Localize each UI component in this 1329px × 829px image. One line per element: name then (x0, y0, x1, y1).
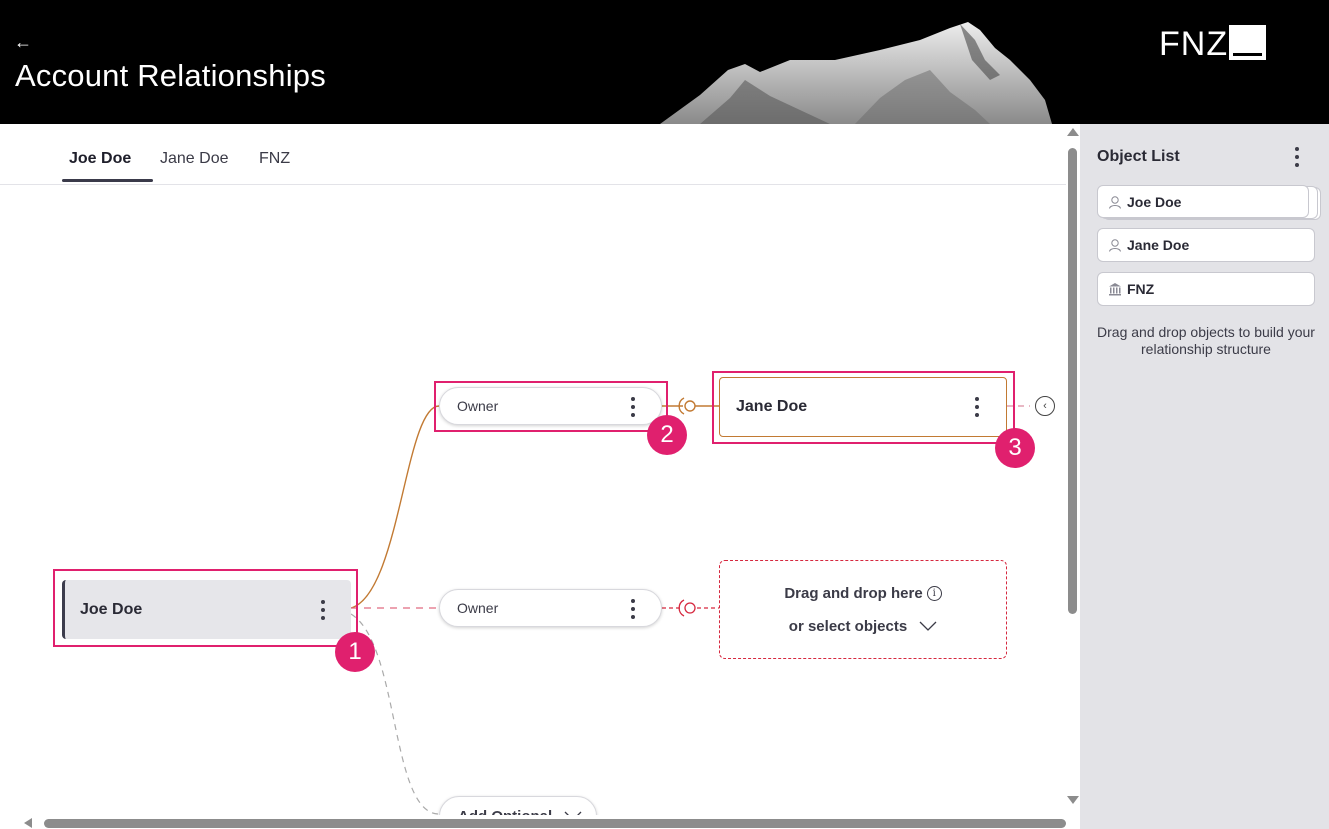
object-item-label: FNZ (1127, 281, 1155, 297)
relation-owner-1[interactable]: Owner (439, 387, 662, 425)
relation-owner-2[interactable]: Owner (439, 589, 662, 627)
object-item-label: Jane Doe (1127, 237, 1190, 253)
select-objects-dropdown[interactable]: or select objects (789, 618, 937, 635)
fnz-logo: FNZ (1159, 25, 1266, 64)
tab-jane-doe[interactable]: Jane Doe (160, 150, 229, 167)
root-node-label: Joe Doe (80, 600, 143, 618)
relationship-canvas[interactable]: Joe Doe Jane Doe FNZ Joe Doe Owner Jan (0, 124, 1066, 824)
relationship-connectors (350, 397, 1030, 815)
scroll-up-icon[interactable] (1067, 128, 1079, 136)
connector-owner-2-node (684, 602, 696, 614)
dropzone-title: Drag and drop here i (784, 584, 942, 602)
relation-owner-1-label: Owner (457, 398, 499, 414)
bank-icon (1108, 282, 1122, 296)
page-header: ← Account Relationships FNZ (0, 0, 1329, 124)
collapse-chevron-icon[interactable]: ‹ (1035, 396, 1055, 416)
kebab-menu-icon[interactable] (317, 600, 329, 620)
relation-owner-2-label: Owner (457, 600, 499, 616)
horizontal-scroll-thumb[interactable] (44, 819, 1066, 828)
tab-fnz[interactable]: FNZ (259, 150, 291, 167)
connector-owner-1-socket (678, 397, 685, 415)
vertical-scroll-thumb[interactable] (1068, 148, 1077, 614)
scroll-left-icon[interactable] (24, 818, 32, 828)
object-item-fnz[interactable]: FNZ (1097, 272, 1315, 306)
info-icon[interactable]: i (926, 585, 942, 601)
person-icon (1108, 195, 1122, 209)
connector-owner-2-socket (678, 599, 685, 617)
active-tab-indicator (62, 179, 153, 182)
connector-owner-1-node (684, 400, 696, 412)
dropzone-title-text: Drag and drop here (784, 584, 923, 602)
panel-hint-text: Drag and drop objects to build your rela… (1097, 324, 1315, 357)
mountain-banner-image (660, 22, 1052, 124)
logo-text: FNZ (1159, 25, 1229, 63)
panel-title: Object List (1097, 148, 1180, 165)
callout-badge-3: 3 (995, 428, 1035, 468)
horizontal-scrollbar[interactable] (0, 815, 1080, 829)
callout-badge-1: 1 (335, 632, 375, 672)
logo-mark-icon (1229, 25, 1266, 60)
root-node-joe-doe[interactable]: Joe Doe (62, 580, 351, 639)
connector-root-owner-1 (350, 405, 440, 609)
object-item-jane-doe[interactable]: Jane Doe (1097, 228, 1315, 262)
object-item-label: Joe Doe (1127, 193, 1182, 210)
panel-kebab-menu-icon[interactable] (1291, 147, 1303, 167)
page-title: Account Relationships (15, 58, 326, 93)
target-node-label: Jane Doe (736, 398, 808, 415)
drop-zone[interactable]: Drag and drop here i or select objects (719, 560, 1007, 659)
callout-badge-2: 2 (647, 415, 687, 455)
kebab-menu-icon[interactable] (627, 599, 639, 619)
object-item-joe-doe[interactable]: Joe Doe (1097, 185, 1309, 218)
object-list-panel: Object List Joe Doe Jane Doe FNZ Drag an… (1080, 124, 1329, 829)
connector-root-add-optional (350, 613, 440, 815)
person-icon (1108, 238, 1122, 252)
target-node-jane-doe[interactable]: Jane Doe (719, 377, 1007, 437)
vertical-scrollbar[interactable] (1066, 124, 1080, 824)
kebab-menu-icon[interactable] (971, 397, 983, 417)
back-arrow-icon[interactable]: ← (14, 32, 32, 52)
entity-tabs: Joe Doe Jane Doe FNZ (0, 124, 1066, 185)
scroll-down-icon[interactable] (1067, 796, 1079, 804)
select-objects-label: or select objects (788, 617, 908, 635)
chevron-down-icon (919, 621, 937, 631)
kebab-menu-icon[interactable] (627, 397, 639, 417)
tab-joe-doe[interactable]: Joe Doe (69, 150, 132, 167)
